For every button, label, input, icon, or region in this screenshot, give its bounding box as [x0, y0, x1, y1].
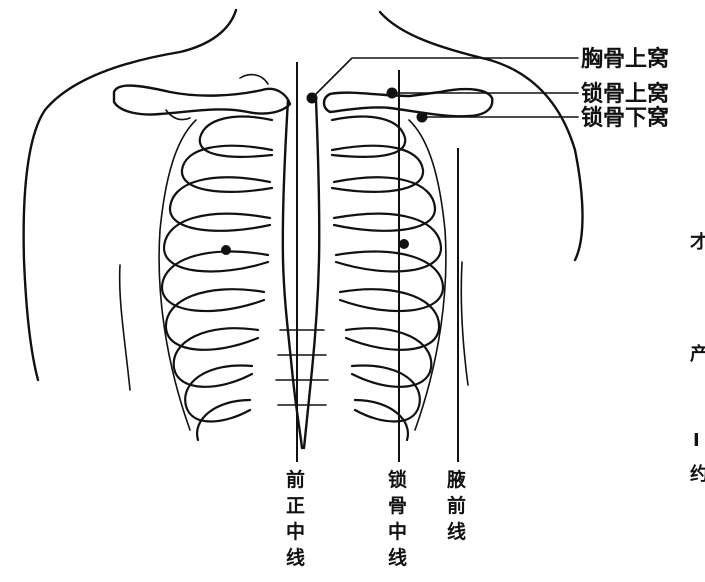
- label-char: 锁: [388, 468, 407, 491]
- label-infraclavicular-fossa: 锁骨下窝: [581, 105, 669, 131]
- label-char: 腋: [446, 468, 466, 491]
- label-char: 线: [286, 546, 305, 569]
- label-char: 骨: [388, 495, 407, 517]
- right-nipple: [399, 239, 409, 249]
- sternum: [276, 100, 328, 448]
- left-nipple: [221, 245, 231, 255]
- label-char: 线: [388, 546, 407, 569]
- label-char: 正: [286, 495, 305, 517]
- label-char: 中: [388, 520, 407, 543]
- label-char: 线: [447, 520, 466, 543]
- edge-fragment: 产: [690, 343, 705, 365]
- label-char: 前: [447, 494, 466, 517]
- left-ribs: [159, 117, 272, 440]
- label-char: 中: [286, 520, 305, 543]
- rib-cage: [159, 117, 446, 440]
- label-midclavicular-line: 锁 骨 中 线: [388, 468, 407, 569]
- clavicles: [114, 75, 492, 120]
- label-supraclavicular-fossa: 锁骨上窝: [581, 81, 669, 107]
- torso-outline: [24, 10, 583, 390]
- label-char: 前: [286, 468, 305, 491]
- edge-fragment: 约: [690, 463, 705, 485]
- label-suprasternal-fossa: 胸骨上窝: [581, 46, 669, 72]
- edge-text-fragments: 才 产 I 约: [690, 231, 705, 485]
- right-ribs: [332, 117, 446, 440]
- edge-fragment: 才: [690, 231, 705, 253]
- label-anterior-median-line: 前 正 中 线: [286, 468, 305, 569]
- edge-fragment: I: [693, 430, 700, 451]
- fossa-markers: [307, 58, 579, 123]
- label-anterior-axillary-line: 腋 前 线: [446, 468, 466, 543]
